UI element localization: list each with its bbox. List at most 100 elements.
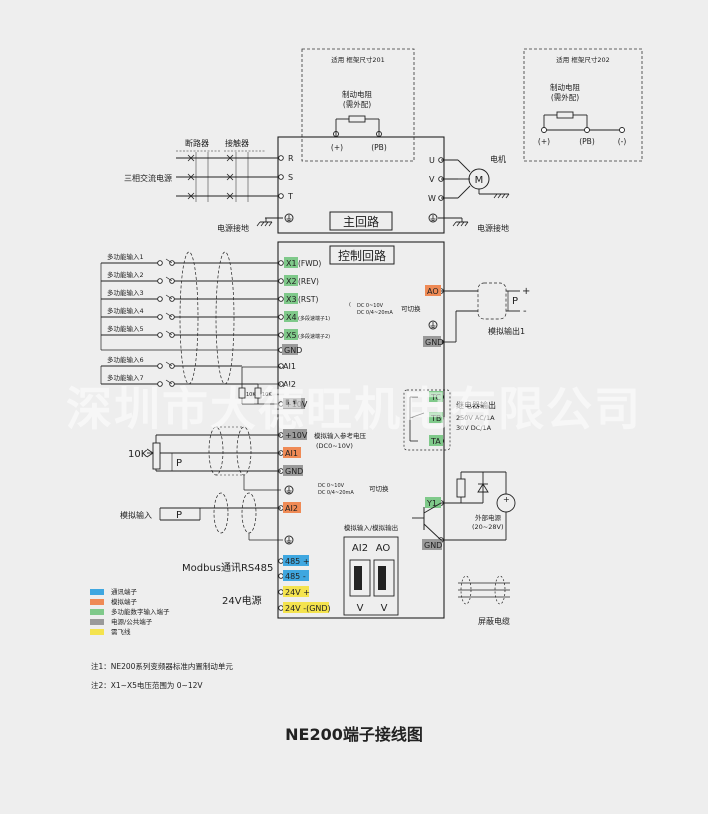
legend-item-4: 电源/公共端子 [111,617,153,626]
motor-label: 电机 [490,154,506,164]
power-input: 断路器 接触器 三相交流电源 R S T 电源接地 [124,138,294,233]
terminal-x4-func: (多段速端子1) [298,315,330,322]
power24-label: 24V电源 [222,594,262,607]
terminal-tc-bg [429,391,443,402]
terminal-485-plus-bg [283,555,309,566]
legend-swatch-5 [90,629,104,635]
legend-swatch-2 [90,599,104,605]
frame-201-external: (需外配) [343,99,371,109]
switch-box: 模拟输入/模拟输出 AI2 AO V V [343,523,399,616]
terminal-x3: X3 [286,295,297,304]
terminal-x2-bg [284,275,298,286]
terminal-x3-bg [284,293,298,304]
analog-ref-line2: (DC0~10V) [316,442,353,450]
terminal-x5-bg [284,329,298,340]
terminal-24v-gnd-bg [283,602,329,613]
terminal-v: V [429,175,435,184]
legend-swatch-3 [90,609,104,615]
terminal-w: W [428,194,436,203]
analog-input-label: 模拟输入 [120,510,152,520]
resistor-1: 10K [246,392,256,398]
ao-output: P + - 模拟输出1 [428,282,530,343]
frame-202-external: (需外配) [551,92,579,102]
frame-202-resistor: 制动电阻 [550,82,580,92]
switch-ai2-v: V [357,603,364,614]
digital-input-5-label: 多功能输入5 [107,324,144,333]
ext-power-line1: 外部电源 [475,513,502,522]
terminal-485-minus: 485 - [285,572,306,581]
terminal-gnd-1: GND [284,346,302,355]
shield-label: 屏蔽电缆 [478,616,510,626]
digital-input-3-label: 多功能输入3 [107,288,144,297]
digital-input-2-label: 多功能输入2 [107,270,144,279]
pot-value: 10K [128,449,148,460]
frame-201-pin-plus: (+) [331,143,343,152]
breaker-label: 断路器 [185,138,209,148]
terminal-10v-2: +10V [285,431,308,440]
frame-202-box: 适用 框架尺寸202 制动电阻 (需外配) (+) (PB) (-) [523,48,643,162]
ai2-range-line1: DC 0~10V [318,483,345,489]
terminal-24v-plus: 24V + [285,588,310,597]
power-supply-label: 三相交流电源 [124,173,172,183]
legend-item-3: 多功能数字输入端子 [111,607,170,616]
control-circuit-label: 控制回路 [338,248,386,263]
watermark: 深圳市大德旺机电有限公司 [66,382,642,436]
motor-ground-label: 电源接地 [477,223,509,233]
motor-letter: M [475,175,484,186]
relay-line1: 250V AC/1A [456,414,495,422]
ai2-range-note: 可切换 [369,484,389,493]
resistor-network: 10K 10K [238,366,281,405]
terminal-r: R [288,154,294,163]
shield-cable: 屏蔽电缆 [458,575,510,626]
ai2-dip-switch[interactable] [349,559,371,597]
terminal-ao-gnd: GND [425,338,443,347]
terminal-gnd-2-bg [283,465,303,476]
frame-202-title: 适用 框架尺寸202 [556,55,609,64]
ao-meter-symbol: P [512,296,518,307]
digital-inputs: 多功能输入1X1(FWD)多功能输入2X2(REV)多功能输入3X3(RST)多… [100,252,421,389]
ao-minus: - [523,306,527,317]
legend-swatch-4 [90,619,104,625]
legend-item-5: 需飞线 [111,627,131,636]
terminal-x2: X2 [286,277,297,286]
x-range-line1: DC 0~10V [357,303,384,309]
terminal-ao-bg [425,285,441,296]
terminal-x2-func: (REV) [298,277,319,286]
terminal-gnd-2: GND [285,467,303,476]
terminal-x1: X1 [286,259,297,268]
relay-title: 继电器输出 [456,400,496,410]
main-circuit-label: 主回路 [343,214,379,229]
relay-output: 继电器输出 250V AC/1A 30V DC/1A [403,389,496,451]
terminal-ta-bg [429,435,443,446]
frame-202-pin-plus: (+) [538,137,550,146]
terminal-y1-bg [425,497,441,508]
terminal-y1-gnd-bg [422,539,442,550]
terminal-x1-bg [284,257,298,268]
terminal-u: U [429,156,435,165]
terminal-ai2: AI2 [285,504,298,513]
x-range-line2: DC 0/4~20mA [357,310,393,316]
potentiometer: 10K P [128,426,281,491]
ao-dip-switch[interactable] [373,559,395,597]
frame-202-pin-pb: (PB) [579,137,595,146]
terminal-10v-1-bg [283,398,305,409]
digital-input-6-label: 多功能输入6 [107,355,144,364]
pot-symbol: P [176,458,182,469]
ao-label: 模拟输出1 [488,326,525,336]
terminal-24v-plus-bg [283,586,309,597]
terminal-x5: X5 [286,331,297,340]
control-circuit-box: 控制回路 [277,241,445,619]
analog-input: 模拟输入 P [120,492,283,541]
frame-202-pin-minus: (-) [618,137,627,146]
terminal-x5-func: (多段速端子2) [298,333,330,340]
switch-ao-v: V [381,603,388,614]
terminal-y1-gnd: GND [424,541,442,550]
main-circuit-box: 主回路 [277,136,445,234]
terminal-485-plus: 485 + [285,557,310,566]
note-2: 注2：X1~X5电压范围为 0~12V [91,680,203,690]
terminal-tc: TC [430,393,441,402]
switch-ai2-label: AI2 [352,543,368,554]
power-ground-label: 电源接地 [217,223,249,233]
